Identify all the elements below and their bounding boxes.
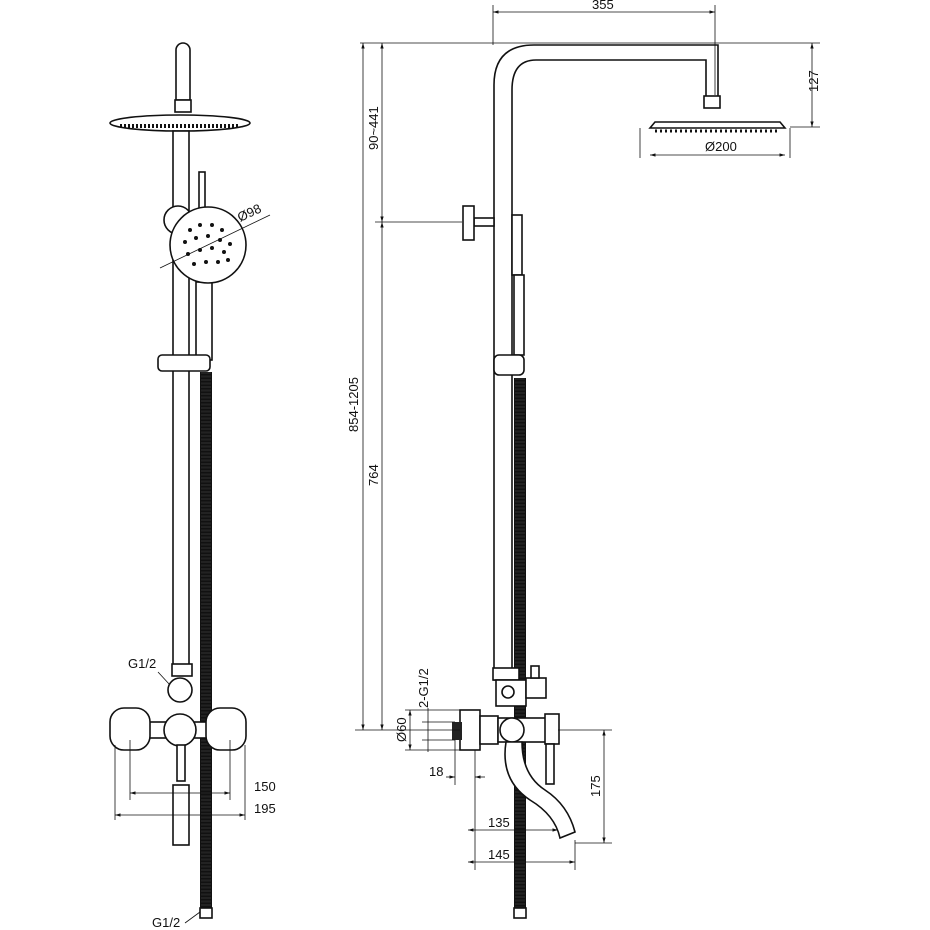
slider-side <box>493 354 525 376</box>
dim-adjustable-upper: 90~441 <box>366 106 381 150</box>
dim-total-height: 854-1205 <box>346 377 361 432</box>
dim-hand-shower-diameter: Ø98 <box>235 201 264 225</box>
side-view: Ø200 <box>452 44 791 919</box>
dim-spout-height: 175 <box>588 775 603 797</box>
dim-spout-reach-outer: 145 <box>488 847 510 862</box>
right-flange <box>205 707 247 751</box>
dim-inlet-spacing: 150 <box>254 779 276 794</box>
dim-head-drop: 127 <box>806 70 821 92</box>
dim-head-diameter: Ø200 <box>705 139 737 154</box>
riser-pipe <box>493 44 719 681</box>
label-hose-thread: G1/2 <box>152 915 180 930</box>
hand-shower-nozzles <box>183 223 232 266</box>
slider-holder <box>157 354 211 372</box>
hand-shower-handle <box>195 281 213 361</box>
inlet-connector <box>167 677 193 703</box>
dim-spout-reach-inner: 135 <box>488 815 510 830</box>
mixer-handle-base <box>163 713 197 747</box>
flange-side <box>459 709 481 751</box>
hand-shower-side <box>511 214 523 276</box>
rain-shower-head <box>109 114 251 132</box>
dim-overall-width: 195 <box>254 801 276 816</box>
label-inlets: 2-G1/2 <box>416 668 431 708</box>
spout-side <box>504 741 576 840</box>
mixer-lever-side <box>545 743 555 785</box>
top-pipe <box>175 42 191 101</box>
head-connector <box>174 99 192 113</box>
dim-arm-reach: 355 <box>592 0 614 12</box>
diverter-wheel <box>462 205 475 241</box>
front-view: Ø98 G1/2 150 195 G1/2 <box>109 42 276 930</box>
thread-side <box>452 722 462 740</box>
label-inlet-thread: G1/2 <box>128 656 156 671</box>
rain-head-side <box>648 121 787 129</box>
mixer-lever <box>176 744 186 782</box>
dim-flange-diameter: Ø60 <box>394 717 409 742</box>
dim-eccentric: 18 <box>429 764 443 779</box>
dimensions: 355 127 90~441 854-1205 764 Ø60 2-G1/2 1… <box>346 0 821 870</box>
dim-mixer-height: 764 <box>366 464 381 486</box>
